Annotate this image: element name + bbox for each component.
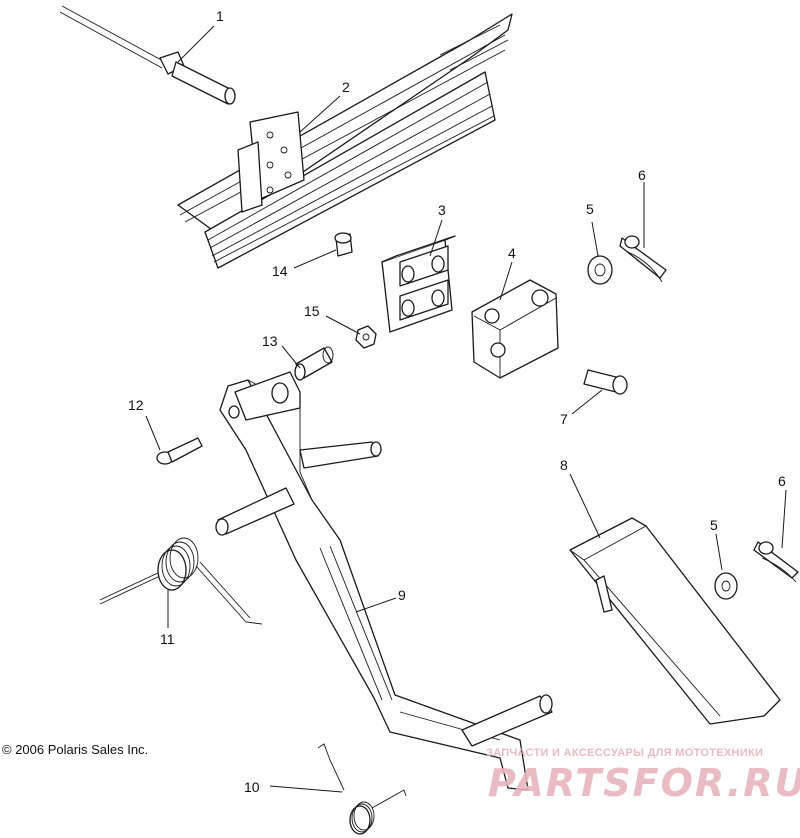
watermark-tagline: ЗАПЧАСТИ И АКСЕССУАРЫ ДЛЯ МОТОТЕХНИКИ bbox=[486, 747, 763, 759]
pedal-arm bbox=[215, 371, 553, 791]
mount-block bbox=[381, 235, 456, 333]
leader-lines bbox=[145, 25, 787, 793]
sensor-housing bbox=[471, 279, 559, 379]
callout-labels: 1 2 3 4 5 6 7 8 9 10 11 12 13 14 15 5 6 bbox=[128, 8, 786, 795]
callout-1: 1 bbox=[216, 8, 224, 24]
callout-2: 2 bbox=[342, 79, 350, 95]
callout-6-lower: 6 bbox=[778, 473, 786, 489]
frame-bracket bbox=[177, 13, 513, 269]
callout-14: 14 bbox=[272, 263, 288, 279]
small-torsion-spring bbox=[317, 743, 407, 835]
bolt bbox=[156, 437, 203, 465]
callout-7: 7 bbox=[560, 411, 568, 427]
callout-5-lower: 5 bbox=[710, 517, 718, 533]
screw bbox=[334, 232, 353, 257]
throttle-cable bbox=[59, 5, 236, 105]
watermark: ЗАПЧАСТИ И АКСЕССУАРЫ ДЛЯ МОТОТЕХНИКИ PA… bbox=[486, 747, 800, 805]
callout-13: 13 bbox=[262, 333, 278, 349]
large-torsion-spring bbox=[99, 537, 263, 625]
hairpin-clip-upper bbox=[619, 235, 667, 283]
callout-5-upper: 5 bbox=[586, 201, 594, 217]
callout-6-upper: 6 bbox=[638, 167, 646, 183]
callout-12: 12 bbox=[128, 397, 144, 413]
callout-11: 11 bbox=[160, 631, 175, 647]
pivot-pin bbox=[583, 369, 628, 395]
watermark-brand: PARTSFOR.RU bbox=[488, 761, 800, 805]
copyright-text: © 2006 Polaris Sales Inc. bbox=[2, 742, 148, 757]
callout-4: 4 bbox=[508, 245, 516, 261]
callout-9: 9 bbox=[398, 587, 406, 603]
callout-3: 3 bbox=[438, 202, 446, 218]
callout-10: 10 bbox=[244, 779, 260, 795]
washer-upper bbox=[587, 255, 613, 285]
pedal-pad bbox=[569, 517, 781, 725]
callout-15: 15 bbox=[304, 303, 320, 319]
hairpin-clip-lower bbox=[753, 541, 799, 583]
nut bbox=[355, 325, 377, 349]
washer-lower bbox=[714, 572, 738, 600]
callout-8: 8 bbox=[560, 457, 568, 473]
bushing bbox=[294, 346, 334, 381]
